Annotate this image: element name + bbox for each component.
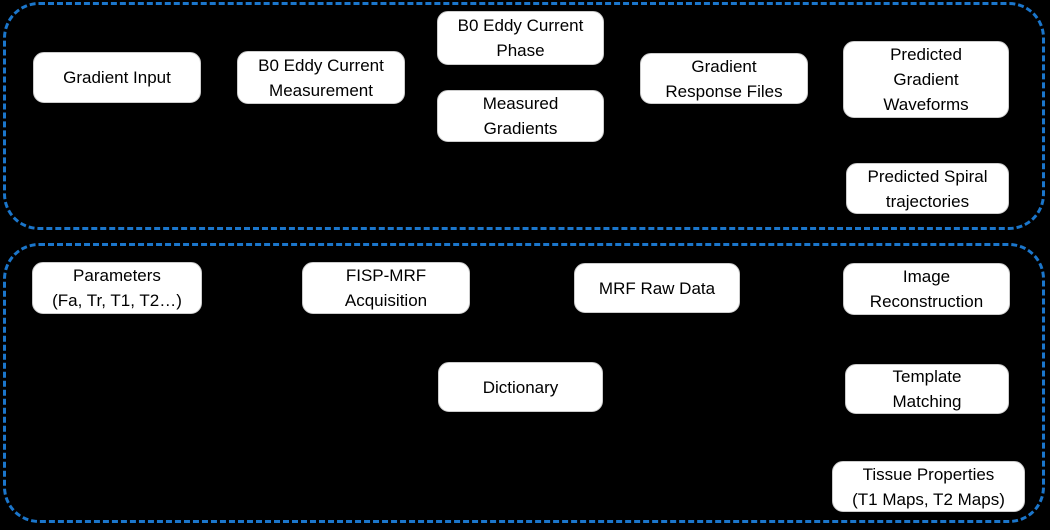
node-template-matching: Template Matching <box>845 364 1009 414</box>
node-gradient-input: Gradient Input <box>33 52 201 103</box>
node-measured-gradients: Measured Gradients <box>437 90 604 142</box>
node-parameters: Parameters (Fa, Tr, T1, T2…) <box>32 262 202 314</box>
node-predicted-gradient-waveforms: Predicted Gradient Waveforms <box>843 41 1009 118</box>
node-dictionary: Dictionary <box>438 362 603 412</box>
node-b0-eddy-current-phase: B0 Eddy Current Phase <box>437 11 604 65</box>
node-fisp-mrf-acquisition: FISP-MRF Acquisition <box>302 262 470 314</box>
section-frame-gradient-prediction <box>3 2 1045 230</box>
node-image-reconstruction: Image Reconstruction <box>843 263 1010 315</box>
node-gradient-response-files: Gradient Response Files <box>640 53 808 104</box>
section-frame-mrf-reconstruction <box>3 243 1045 523</box>
node-b0-eddy-current-measurement: B0 Eddy Current Measurement <box>237 51 405 104</box>
node-tissue-properties: Tissue Properties (T1 Maps, T2 Maps) <box>832 461 1025 512</box>
node-mrf-raw-data: MRF Raw Data <box>574 263 740 313</box>
node-predicted-spiral-trajectories: Predicted Spiral trajectories <box>846 163 1009 214</box>
